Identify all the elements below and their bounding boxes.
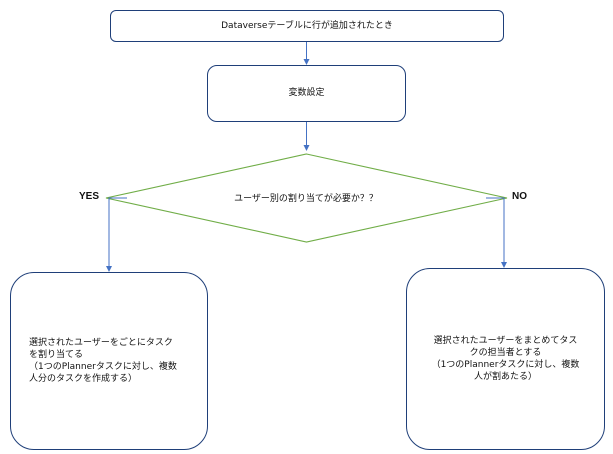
left-outcome-node: 選択されたユーザーをごとにタスク を割り当てる （1つのPlannerタスクに対… xyxy=(10,272,208,450)
decision-diamond xyxy=(105,153,508,243)
decision-label: ユーザー別の割り当てが必要か？？ xyxy=(234,194,378,204)
yes-branch-label: YES xyxy=(79,191,100,202)
right-outcome-label: 選択されたユーザーをまとめてタス クの担当者とする （1つのPlannerタスク… xyxy=(431,335,580,383)
process-node: 変数設定 xyxy=(207,65,406,122)
connector-yes-branch xyxy=(106,197,127,272)
start-node: Dataverseテーブルに行が追加されたとき xyxy=(110,10,504,42)
process-node-label: 変数設定 xyxy=(288,88,325,99)
left-outcome-label: 選択されたユーザーをごとにタスク を割り当てる （1つのPlannerタスクに対… xyxy=(29,337,177,385)
connector-no-branch xyxy=(486,197,507,268)
right-outcome-node: 選択されたユーザーをまとめてタス クの担当者とする （1つのPlannerタスク… xyxy=(406,268,605,450)
no-branch-label: NO xyxy=(512,191,527,202)
start-node-label: Dataverseテーブルに行が追加されたとき xyxy=(221,20,393,31)
